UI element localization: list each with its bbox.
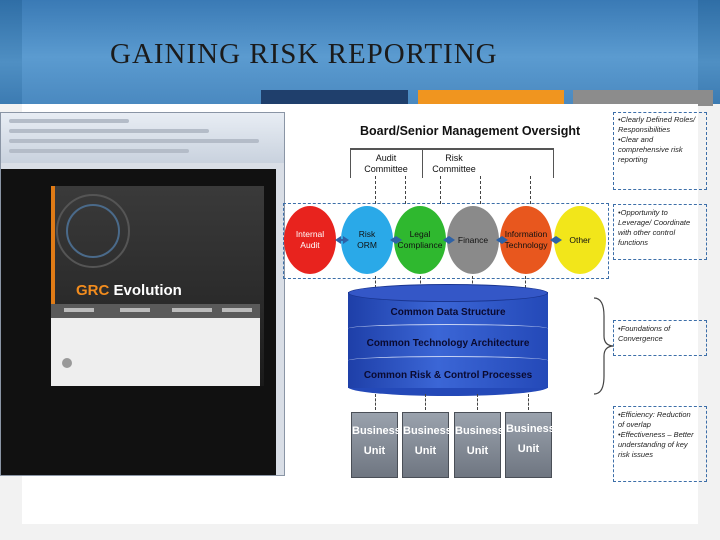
swirl-graphic-inner bbox=[66, 204, 120, 258]
browser-links-bar bbox=[9, 149, 189, 153]
grc-nav-item bbox=[222, 308, 252, 312]
connector-dashed bbox=[425, 394, 426, 410]
accent-tab-navy bbox=[261, 90, 408, 106]
note-roles: •Clearly Defined Roles/Responsibilities•… bbox=[618, 115, 696, 164]
browser-toolbar bbox=[1, 113, 284, 163]
curly-brace-icon bbox=[593, 297, 615, 395]
layer-data-structure: Common Data Structure bbox=[390, 307, 506, 318]
browser-title-bar bbox=[9, 119, 129, 123]
grc-title-accent: GRC bbox=[76, 282, 110, 299]
connector-dashed bbox=[480, 176, 481, 204]
connector-dashed bbox=[375, 176, 376, 204]
browser-menu-bar bbox=[9, 129, 209, 133]
board-connector-right bbox=[553, 148, 554, 178]
double-arrow bbox=[335, 236, 349, 244]
double-arrow bbox=[496, 236, 508, 244]
cylinder-top bbox=[348, 284, 548, 302]
connector-dashed bbox=[472, 276, 473, 288]
board-connector-mid bbox=[422, 148, 423, 178]
connector-dashed bbox=[405, 176, 406, 204]
connector-dashed bbox=[528, 394, 529, 410]
grc-footer bbox=[51, 318, 260, 386]
layer-risk-control-processes: Common Risk & Control Processes bbox=[363, 370, 533, 381]
functions-group bbox=[283, 203, 609, 279]
double-arrow bbox=[390, 236, 402, 244]
accent-tab-gray bbox=[573, 90, 713, 106]
data-cylinder bbox=[348, 292, 548, 388]
note-box-roles bbox=[613, 112, 707, 190]
connector-dashed bbox=[420, 276, 421, 288]
accent-tab-orange bbox=[418, 90, 564, 106]
grc-nav-bar bbox=[51, 304, 260, 318]
function-finance: Finance bbox=[447, 206, 499, 274]
grc-nav-item bbox=[64, 308, 94, 312]
grc-nav-item bbox=[172, 308, 212, 312]
connector-dashed bbox=[375, 276, 376, 288]
connector-dashed bbox=[525, 276, 526, 288]
double-arrow bbox=[443, 236, 455, 244]
board-oversight-label: Board/Senior Management Oversight bbox=[360, 124, 581, 138]
title-banner-inner bbox=[22, 0, 698, 104]
grc-nav-item bbox=[120, 308, 150, 312]
board-connector bbox=[350, 148, 554, 150]
connector-dashed bbox=[375, 394, 376, 410]
board-connector-left bbox=[350, 148, 351, 178]
note-box-leverage bbox=[613, 204, 707, 260]
connector-dashed bbox=[530, 176, 531, 204]
company-logo-icon bbox=[62, 358, 72, 368]
cylinder-separator bbox=[348, 356, 548, 365]
double-arrow bbox=[550, 236, 562, 244]
browser-address-bar bbox=[9, 139, 259, 143]
layer-technology-architecture: Common Technology Architecture bbox=[366, 338, 530, 349]
title-banner bbox=[0, 0, 720, 104]
function-other: Other bbox=[554, 206, 606, 274]
swirl-graphic bbox=[56, 194, 130, 268]
slide-title: GAINING RISK REPORTING bbox=[110, 38, 498, 70]
connector-dashed bbox=[440, 176, 441, 204]
note-box-efficiency bbox=[613, 406, 707, 482]
grc-title-rest: Evolution bbox=[109, 282, 182, 299]
connector-dashed bbox=[477, 394, 478, 410]
grc-product-title: GRC Evolution bbox=[76, 282, 182, 299]
note-box-convergence bbox=[613, 320, 707, 356]
cylinder-separator bbox=[348, 324, 548, 333]
